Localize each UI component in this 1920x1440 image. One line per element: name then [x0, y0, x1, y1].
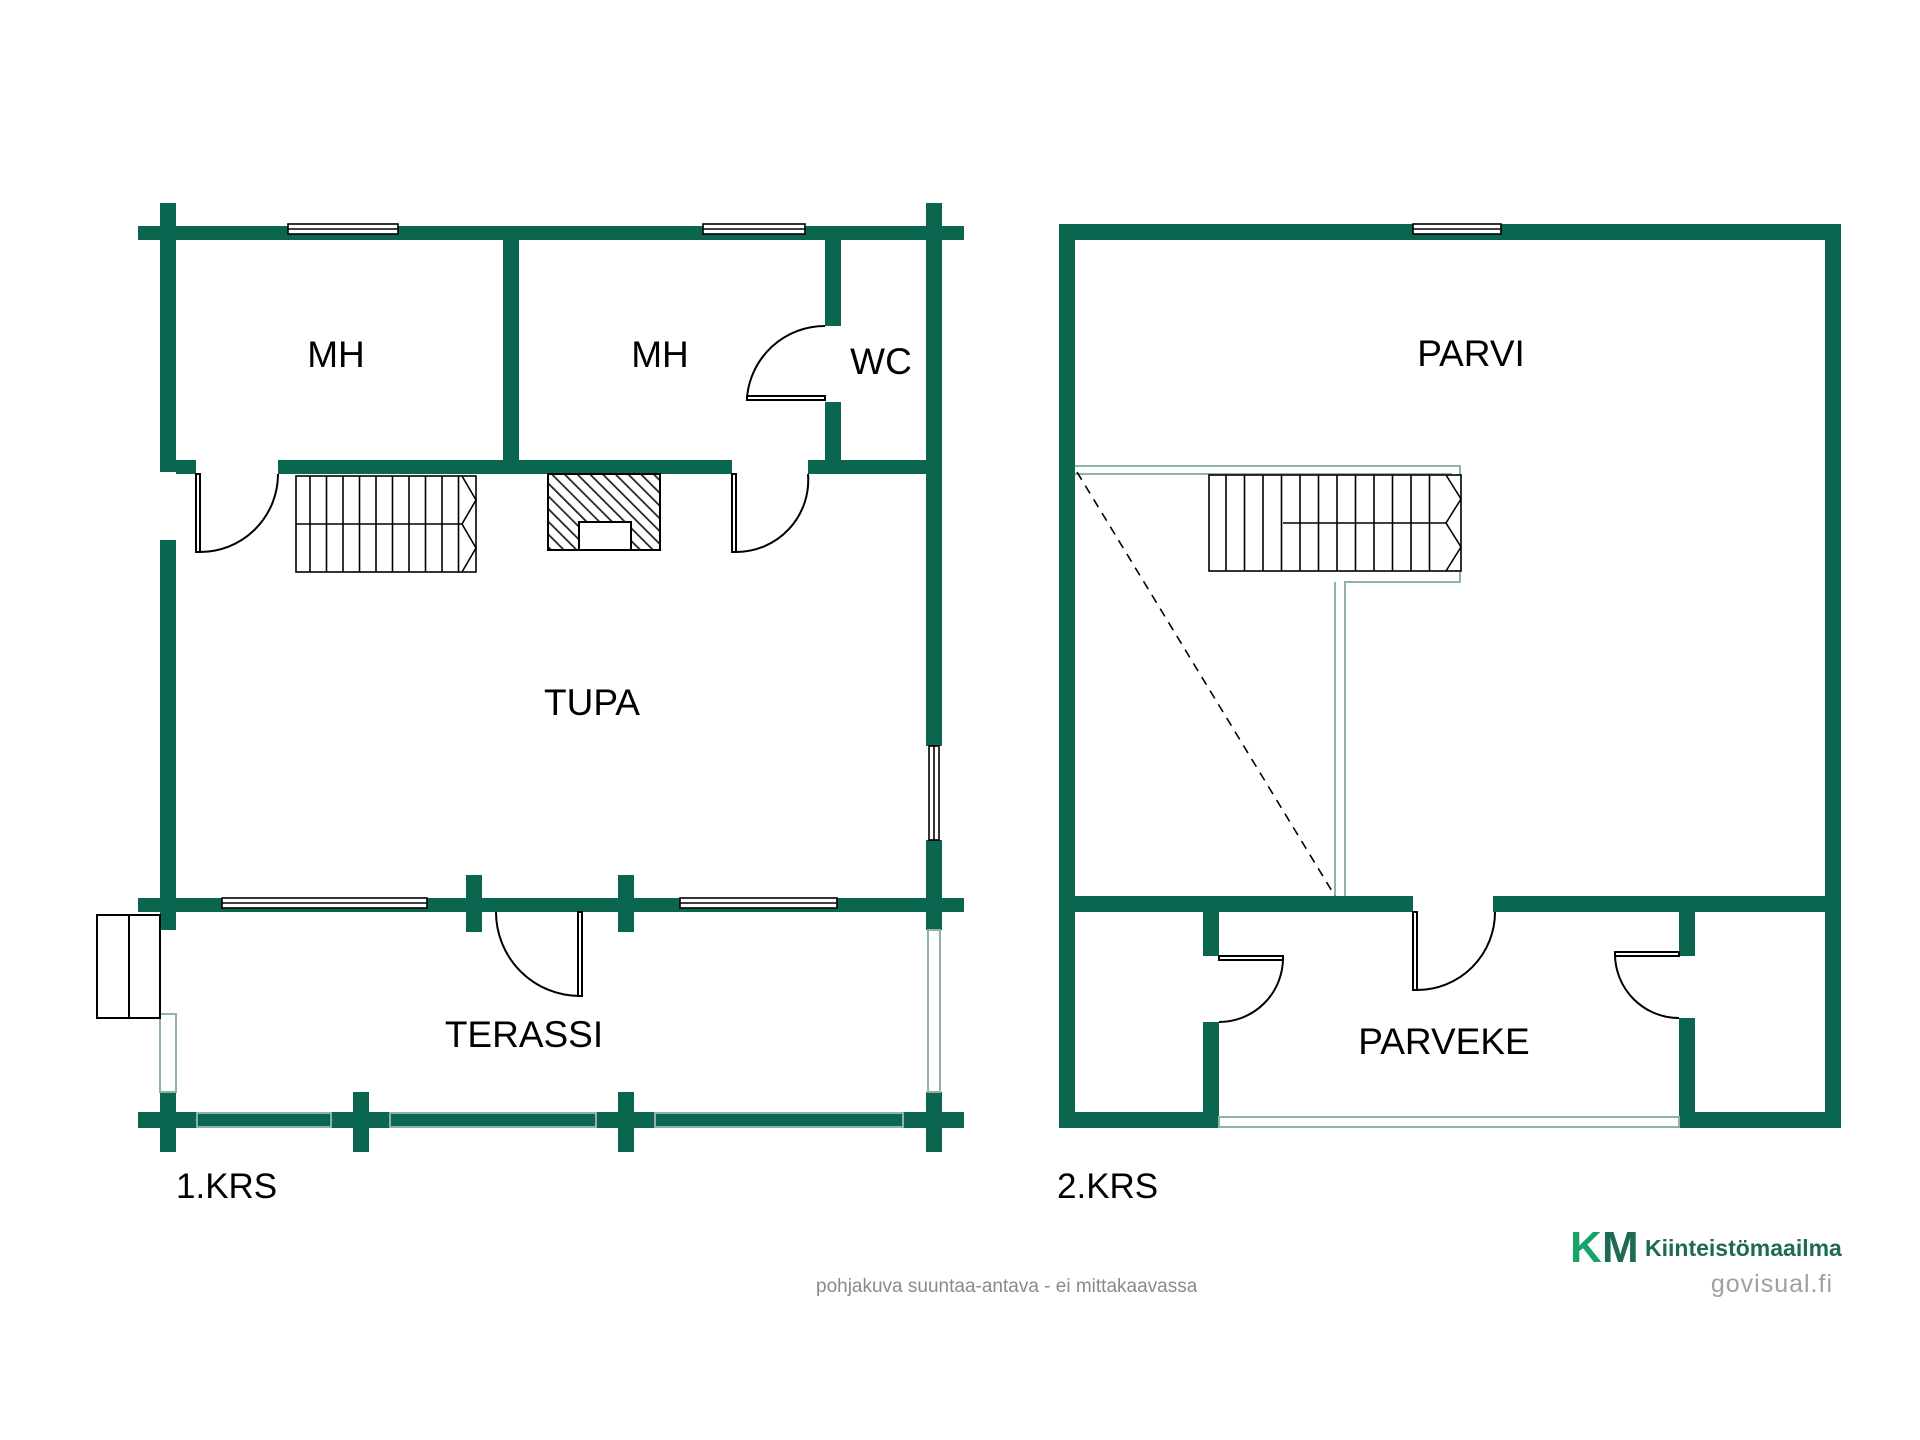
logo-k: K: [1570, 1223, 1602, 1272]
floor-2-stairs: [1208, 474, 1462, 572]
floor-label-1: 1.KRS: [176, 1167, 277, 1206]
room-label-terassi: TERASSI: [445, 1014, 603, 1055]
terrace-railing: [159, 929, 941, 1128]
logo-m: M: [1602, 1223, 1639, 1272]
floor-2-doors: [1218, 911, 1680, 1023]
floor-1-stairs: [295, 475, 477, 573]
disclaimer-text: pohjakuva suuntaa-antava - ei mittakaava…: [816, 1276, 1198, 1297]
room-label-tupa: TUPA: [544, 682, 640, 723]
credit-text: govisual.fi: [1711, 1270, 1833, 1298]
fireplace: [547, 473, 661, 551]
room-label-parveke: PARVEKE: [1358, 1021, 1529, 1062]
terrace-steps: [96, 914, 161, 1019]
brand-name: Kiinteistömaailma: [1645, 1235, 1842, 1261]
balcony-railing: [1218, 1116, 1680, 1128]
floor-2-walls: [1059, 224, 1841, 1128]
room-label-wc: WC: [850, 341, 912, 382]
floor-1-plan: MH MH WC TUPA TERASSI 1.KRS: [96, 203, 964, 1206]
stairwell-railing: [1075, 465, 1461, 896]
floor-2-plan: PARVI PARVEKE 2.KRS: [1057, 223, 1841, 1206]
floor-1-doors: [195, 324, 826, 997]
floor-2-windows: [1412, 223, 1502, 235]
brand-logo: K M Kiinteistömaailma: [1570, 1223, 1842, 1272]
room-label-mh1: MH: [307, 334, 365, 375]
stairwell-edge: [1076, 471, 1336, 897]
floor-1-windows: [221, 223, 940, 909]
floor-1-walls: [138, 203, 964, 1152]
room-label-mh2: MH: [631, 334, 689, 375]
floor-label-2: 2.KRS: [1057, 1167, 1158, 1206]
room-label-parvi: PARVI: [1417, 333, 1525, 374]
